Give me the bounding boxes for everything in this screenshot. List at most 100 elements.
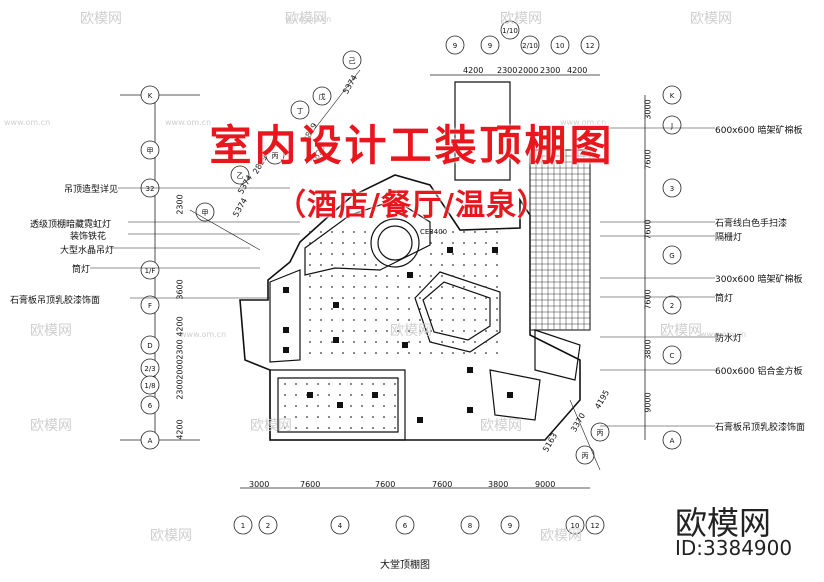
grid-bubble-left-3: 1/F <box>140 260 160 280</box>
svg-text:G: G <box>669 252 674 260</box>
grid-bubble-right-3: G <box>662 245 682 265</box>
svg-text:甲: 甲 <box>202 209 209 217</box>
watermark: 欧模网 <box>390 323 432 339</box>
svg-text:戊: 戊 <box>319 92 326 101</box>
main-title: 室内设计工装顶棚图 <box>209 121 615 170</box>
dim-top-4: 4200 <box>567 66 588 75</box>
grid-bubble-diag-0: 己 <box>342 50 362 70</box>
svg-text:2/3: 2/3 <box>144 365 155 373</box>
label-600-mineral-board: 600x600 暗架矿棉板 <box>715 126 803 136</box>
watermark-url: www.om.cn <box>165 118 212 127</box>
grid-bubble-bottom-5: 9 <box>500 515 520 535</box>
watermark: 欧模网 <box>660 323 702 339</box>
watermark-url: www.om.cn <box>560 118 607 127</box>
svg-text:A: A <box>148 437 153 445</box>
grid-bubble-top-3: 10 <box>550 35 570 55</box>
svg-text:8: 8 <box>468 522 472 530</box>
svg-text:12: 12 <box>591 522 600 530</box>
grid-bubble-bottom-4: 8 <box>460 515 480 535</box>
svg-text:2: 2 <box>670 302 674 310</box>
svg-text:9: 9 <box>453 42 457 50</box>
svg-text:F: F <box>148 302 152 310</box>
grid-bubble-bottom-6: 10 <box>565 515 585 535</box>
dim-bottom-3: 7600 <box>432 480 453 489</box>
watermark: 欧模网 <box>540 528 582 544</box>
label-ceiling-detail: 吊顶造型详见 <box>64 185 119 195</box>
watermark-url: www.om.cn <box>4 118 51 127</box>
grid-bubble-left-9: A <box>140 430 160 450</box>
svg-text:6: 6 <box>148 402 153 410</box>
grid-bubble-left-0: K <box>140 85 160 105</box>
grid-bubble-top-1: 9 <box>480 35 500 55</box>
svg-text:12: 12 <box>586 42 595 50</box>
dim-left-3: 2300 <box>175 339 185 360</box>
dim-left-5: 2300 <box>175 379 185 400</box>
svg-text:1/10: 1/10 <box>502 27 518 35</box>
grid-bubble-top-4: 12 <box>580 35 600 55</box>
svg-text:丙: 丙 <box>597 429 604 437</box>
grid-bubble-top-0: 9 <box>445 35 465 55</box>
dim-left-2: 4200 <box>175 316 185 337</box>
grid-bubble-diag-6: 丙 <box>590 422 610 442</box>
grid-bubble-right-0: K <box>662 85 682 105</box>
dim-bottom-1: 7600 <box>300 480 321 489</box>
svg-text:2: 2 <box>266 522 270 530</box>
svg-text:10: 10 <box>556 42 565 50</box>
label-300-mineral-board: 300x600 暗架矿棉板 <box>715 275 803 285</box>
svg-text:1/8: 1/8 <box>144 382 155 390</box>
label-aluminum-panel: 600x600 铝合金方板 <box>715 367 803 377</box>
grid-bubble-right-4: 2 <box>662 295 682 315</box>
watermark: 欧模网 <box>30 323 72 339</box>
svg-text:32: 32 <box>146 185 155 193</box>
brand-name: 欧模网 <box>675 504 772 542</box>
svg-text:6: 6 <box>403 522 408 530</box>
brand-id: ID:3384900 <box>675 536 793 560</box>
dim-top-2: 2000 <box>518 66 539 75</box>
svg-text:1: 1 <box>241 522 245 530</box>
dim-top-0: 4200 <box>463 66 484 75</box>
grid-bubble-diag-1: 戊 <box>312 86 332 106</box>
grid-bubble-diag-3: 丙 <box>265 145 285 165</box>
dim-top-1: 2300 <box>497 66 518 75</box>
grid-bubble-diag-7: 丙 <box>575 445 595 465</box>
dim-right-3: 7600 <box>643 289 653 310</box>
svg-text:C: C <box>670 352 675 360</box>
grid-bubble-left-7: 1/8 <box>140 375 160 395</box>
grid-bubble-diag-4: 乙 <box>230 165 250 185</box>
svg-text:己: 己 <box>349 57 356 65</box>
svg-text:丁: 丁 <box>297 107 304 115</box>
grid-bubble-right-5: C <box>662 345 682 365</box>
watermark: 欧模网 <box>285 11 327 27</box>
dim-left-4: 2000 <box>175 359 185 380</box>
sub-title: （酒店/餐厅/温泉） <box>276 188 548 223</box>
label-crystal-chandelier: 大型水晶吊灯 <box>60 246 115 256</box>
dim-bottom-4: 3800 <box>488 480 509 489</box>
grid-bubble-left-6: 2/3 <box>140 358 160 378</box>
label-neon-ceiling: 透级顶棚暗藏霓虹灯 <box>30 220 112 230</box>
dim-bottom-0: 3000 <box>249 480 270 489</box>
svg-text:丙: 丙 <box>272 152 279 160</box>
grid-bubble-left-1: 甲 <box>140 140 160 160</box>
svg-text:J: J <box>670 122 673 130</box>
svg-text:K: K <box>670 92 675 100</box>
svg-text:D: D <box>147 342 152 350</box>
grid-bubble-bottom-7: 12 <box>585 515 605 535</box>
label-iron-decor: 装饰铁花 <box>70 232 107 242</box>
dim-bottom-2: 7600 <box>375 480 396 489</box>
dim-right-5: 9000 <box>643 392 653 413</box>
watermark: 欧模网 <box>480 418 522 434</box>
grid-bubble-top-5: 1/10 <box>500 20 520 40</box>
label-grille-light: 隔栅灯 <box>715 233 743 243</box>
grid-bubble-left-5: D <box>140 335 160 355</box>
label-gypsum-ceiling: 石膏板吊顶乳胶漆饰面 <box>10 296 101 306</box>
watermark: 欧模网 <box>690 11 732 27</box>
svg-text:K: K <box>148 92 153 100</box>
grid-bubble-diag-5: 甲 <box>195 202 215 222</box>
grid-bubble-right-2: 3 <box>662 178 682 198</box>
svg-text:9: 9 <box>488 42 492 50</box>
watermark-url: www.om.cn <box>700 330 747 339</box>
grid-bubble-bottom-1: 2 <box>258 515 278 535</box>
svg-text:2/10: 2/10 <box>522 42 538 50</box>
grid-bubble-left-8: 6 <box>140 395 160 415</box>
